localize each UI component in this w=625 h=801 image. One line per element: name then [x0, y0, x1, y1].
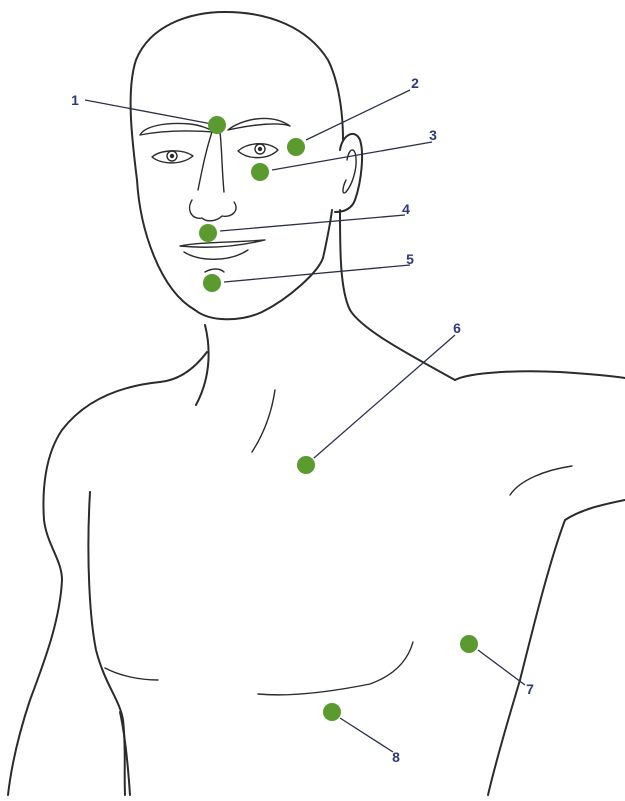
point-dot-5[interactable]: [203, 274, 221, 292]
right-pupil: [258, 147, 262, 151]
point-marker-5: 5: [203, 251, 414, 292]
point-label-4: 4: [402, 201, 410, 217]
point-dot-8[interactable]: [323, 703, 341, 721]
point-dot-2[interactable]: [287, 138, 305, 156]
point-label-1: 1: [71, 92, 79, 108]
left-eyebrow: [140, 123, 214, 135]
point-dot-4[interactable]: [199, 224, 217, 242]
right-eyebrow: [228, 118, 290, 130]
nose-base: [190, 200, 236, 221]
point-label-2: 2: [411, 75, 419, 91]
right-pec-line: [258, 642, 413, 695]
left-pec-line: [105, 668, 158, 680]
point-marker-2: 2: [287, 75, 419, 156]
nose-bridge-left: [198, 132, 212, 190]
leader-line-6: [314, 335, 455, 458]
left-arm-inner: [88, 492, 125, 795]
right-arm-inner: [488, 500, 625, 795]
point-label-8: 8: [392, 749, 400, 765]
point-label-3: 3: [429, 127, 437, 143]
neck-left: [196, 325, 209, 405]
point-dot-1[interactable]: [208, 116, 226, 134]
point-label-5: 5: [406, 251, 414, 267]
shoulder-mark: [510, 466, 572, 495]
leader-line-4: [220, 215, 405, 231]
point-marker-4: 4: [199, 201, 410, 242]
right-eye: [238, 144, 278, 158]
ear-outline: [335, 134, 362, 212]
left-pupil: [170, 154, 174, 158]
point-dot-7[interactable]: [460, 635, 478, 653]
nose-bridge-right: [220, 132, 224, 192]
body-outline: [8, 12, 625, 795]
point-marker-6: 6: [297, 320, 461, 474]
point-dot-6[interactable]: [297, 456, 315, 474]
point-marker-3: 3: [251, 127, 437, 181]
jaw-outline: [195, 210, 332, 319]
collarbone-mark: [252, 390, 275, 452]
left-shoulder-arm: [8, 352, 207, 795]
leader-line-8: [340, 718, 393, 752]
leader-line-1: [85, 100, 212, 124]
chin-mark: [205, 269, 224, 272]
lower-lip: [184, 250, 248, 259]
upper-lip: [180, 240, 265, 247]
point-label-6: 6: [453, 320, 461, 336]
point-label-7: 7: [526, 681, 534, 697]
leader-line-2: [306, 90, 410, 140]
neck-right: [340, 210, 455, 380]
point-marker-8: 8: [323, 703, 400, 765]
leader-line-7: [478, 650, 525, 685]
right-shoulder: [455, 371, 625, 380]
head-outline: [131, 12, 343, 310]
point-dot-3[interactable]: [251, 163, 269, 181]
marker-layer: 1 2 3 4 5 6 7 8: [71, 75, 534, 765]
